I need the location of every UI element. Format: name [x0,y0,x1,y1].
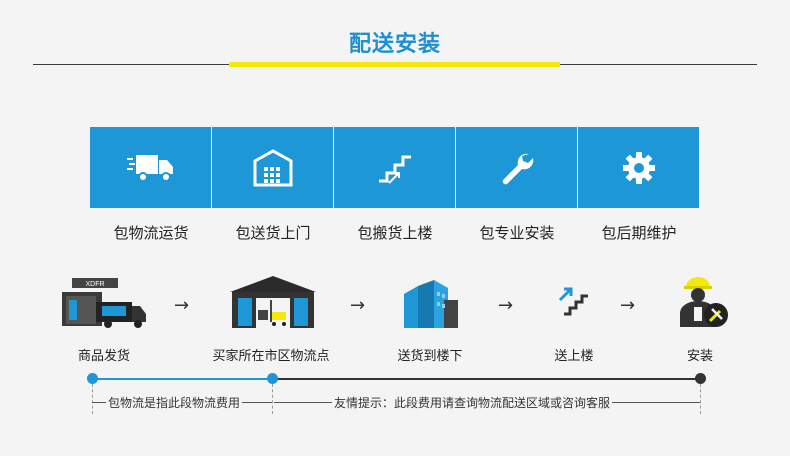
timeline-included-segment [92,378,272,380]
warehouse-icon [253,148,292,186]
step-shipping: XDFR [62,278,148,332]
service-label-maintenance: 包后期维护 [601,224,677,242]
service-label-install: 包专业安装 [479,224,555,242]
step-depot [228,276,318,332]
logistics-depot-icon [230,276,316,328]
timeline-guide-start [92,384,93,414]
step-arrow-2: → [350,295,366,316]
step-arrow-3: → [498,295,514,316]
timeline-dot-end [695,373,706,384]
step-upstairs [556,286,592,320]
buildings-icon [404,280,458,328]
step-label-depot: 买家所在市区物流点 [212,349,330,364]
step-label-buildings: 送货到楼下 [397,349,463,364]
service-tiles [90,127,700,208]
page-title: 配送安装 [348,32,441,57]
step-buildings [404,280,458,332]
wrench-icon [502,153,533,184]
service-label-logistics: 包物流运货 [113,224,189,242]
note-extra: 友情提示：此段费用请查询物流配送区域或咨询客服 [332,394,613,411]
upstairs-icon [558,287,588,316]
truck-icon [126,154,173,182]
timeline-dot-start [87,373,98,384]
stairs-icon [378,155,411,184]
step-install [674,277,730,333]
step-arrow-4: → [620,295,636,316]
service-tile-upstairs [334,127,455,208]
timeline-guide-end [700,384,701,414]
shipping-sign-text: XDFR [85,281,104,288]
step-label-install: 安装 [686,349,713,364]
service-tile-install [456,127,577,208]
service-tile-logistics [90,127,211,208]
installer-icon [680,277,728,327]
shipping-truck-icon: XDFR [62,278,146,328]
title-accent-bar [229,62,560,67]
service-tile-maintenance [578,127,699,208]
timeline-dot-depot [267,373,278,384]
service-tile-delivery [212,127,333,208]
step-label-shipping: 商品发货 [77,349,130,364]
step-label-upstairs: 送上楼 [554,349,594,364]
gear-icon [622,151,655,184]
service-label-delivery: 包送货上门 [235,224,311,242]
timeline-guide-depot [272,384,273,414]
note-included: 包物流是指此段物流费用 [106,394,243,411]
step-arrow-1: → [174,295,190,316]
timeline-extra-segment [272,378,700,380]
service-label-upstairs: 包搬货上楼 [357,224,433,242]
